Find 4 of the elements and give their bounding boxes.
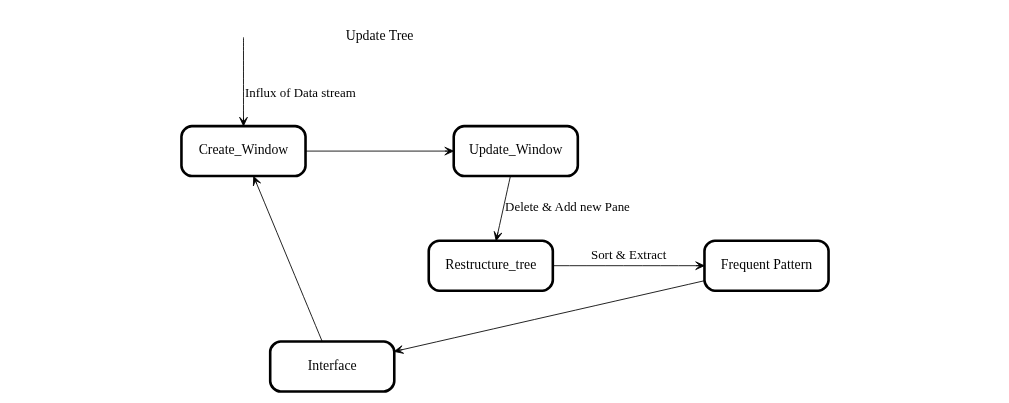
edge-label: Delete & Add new Pane xyxy=(504,199,630,215)
label: Update Tree xyxy=(345,27,413,43)
edge-label: Influx of Data stream xyxy=(244,84,356,100)
edge-label: Sort & Extract xyxy=(590,246,666,262)
